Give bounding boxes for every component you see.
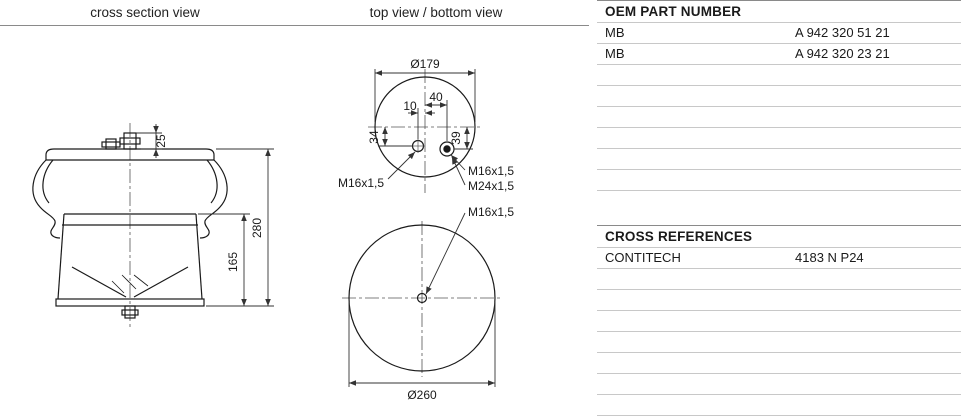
brand-cell [597, 65, 787, 85]
bottom-view: M16x1,5 Ø260 [342, 205, 514, 402]
thread-label-m16-right: M16x1,5 [468, 164, 514, 178]
air-spring-outline [32, 132, 228, 319]
brand-cell [597, 353, 787, 373]
crossref-row [597, 332, 961, 353]
part-number-cell [787, 149, 961, 169]
oem-row: MB A 942 320 23 21 [597, 44, 961, 65]
crossref-row [597, 311, 961, 332]
dim-diameter-179: Ø179 [410, 57, 440, 71]
oem-row [597, 86, 961, 107]
thread-label-m16-left: M16x1,5 [338, 176, 384, 190]
header-divider [0, 25, 589, 26]
dim-total-height: 280 [250, 218, 264, 238]
brand-cell: MB [605, 25, 625, 40]
cross-section-dimension-lines [136, 124, 274, 307]
brand-cell [597, 269, 787, 289]
dim-piston-height: 165 [226, 252, 240, 272]
part-number-cell [787, 170, 961, 190]
part-number-cell [787, 290, 961, 310]
brand-cell [597, 311, 787, 331]
oem-row [597, 128, 961, 149]
crossref-row [597, 395, 961, 416]
brand-cell [597, 149, 787, 169]
dim-stud-height: 25 [154, 134, 168, 148]
thread-label-m16-bottom: M16x1,5 [468, 205, 514, 219]
brand-cell [597, 170, 787, 190]
oem-row [597, 65, 961, 86]
part-number-cell [787, 332, 961, 352]
brand-cell [597, 86, 787, 106]
oem-row [597, 170, 961, 191]
cross-section-header: cross section view [90, 5, 200, 20]
dim-hole-offset: 10 [403, 99, 417, 113]
part-number-cell [787, 65, 961, 85]
brand-cell: CONTITECH [605, 250, 681, 265]
part-number-cell [787, 395, 961, 415]
crossref-row [597, 290, 961, 311]
oem-row [597, 149, 961, 170]
parts-panel: OEM PART NUMBER MB A 942 320 51 21 MB A … [597, 0, 961, 416]
part-number-cell [787, 374, 961, 394]
top-bottom-drawing: Ø179 40 10 34 39 M16x1,5 M16x1,5 M24x [338, 57, 514, 402]
crossref-row [597, 374, 961, 395]
crossref-row [597, 353, 961, 374]
part-number-cell: A 942 320 23 21 [795, 46, 890, 61]
part-number-cell [787, 128, 961, 148]
dim-left-34: 34 [367, 130, 381, 144]
thread-label-m24: M24x1,5 [468, 179, 514, 193]
dim-right-39: 39 [449, 131, 463, 145]
brand-cell [597, 107, 787, 127]
part-number-cell: 4183 N P24 [795, 250, 864, 265]
brand-cell: MB [605, 46, 625, 61]
crossref-row [597, 269, 961, 290]
brand-cell [597, 395, 787, 415]
oem-row: MB A 942 320 51 21 [597, 23, 961, 44]
top-bottom-header: top view / bottom view [369, 5, 503, 20]
cross-section-drawing: 25 280 165 [32, 123, 274, 327]
part-number-cell: A 942 320 51 21 [795, 25, 890, 40]
oem-title: OEM PART NUMBER [597, 0, 961, 23]
brand-cell [597, 332, 787, 352]
part-number-cell [787, 86, 961, 106]
brand-cell [597, 374, 787, 394]
part-number-cell [787, 311, 961, 331]
part-number-cell [787, 107, 961, 127]
crossref-row: CONTITECH 4183 N P24 [597, 248, 961, 269]
cross-references-title: CROSS REFERENCES [597, 225, 961, 248]
top-view: Ø179 40 10 34 39 M16x1,5 M16x1,5 M24x [338, 57, 514, 193]
dim-diameter-260: Ø260 [407, 388, 437, 402]
dim-hole-spacing: 40 [429, 90, 443, 104]
brand-cell [597, 128, 787, 148]
cross-references-section: CROSS REFERENCES CONTITECH 4183 N P24 [597, 225, 961, 416]
oem-row [597, 107, 961, 128]
brand-cell [597, 290, 787, 310]
part-number-cell [787, 269, 961, 289]
oem-section: OEM PART NUMBER MB A 942 320 51 21 MB A … [597, 0, 961, 191]
part-number-cell [787, 353, 961, 373]
